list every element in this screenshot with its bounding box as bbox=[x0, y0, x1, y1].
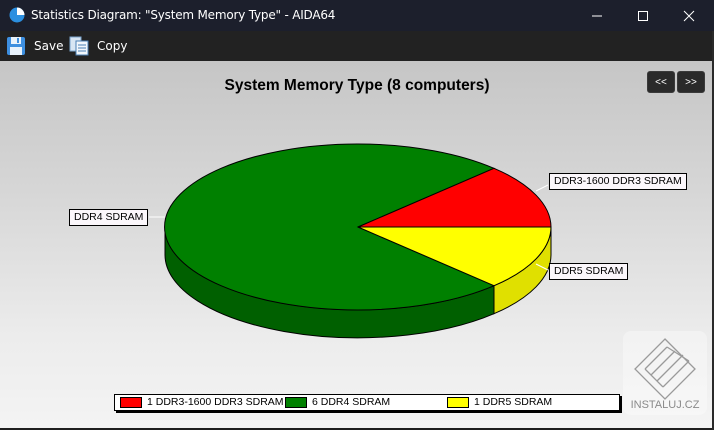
previous-button[interactable]: << bbox=[647, 71, 675, 93]
chart-title: System Memory Type (8 computers) bbox=[224, 77, 490, 94]
legend-item-ddr3: 1 DDR3-1600 DDR3 SDRAM bbox=[120, 396, 284, 408]
legend-label: 6 DDR4 SDRAM bbox=[312, 396, 391, 408]
close-icon bbox=[683, 10, 695, 21]
minimize-icon bbox=[592, 15, 602, 16]
slice-label-ddr5: DDR5 SDRAM bbox=[549, 263, 629, 280]
watermark: INSTALUJ.CZ bbox=[623, 331, 707, 415]
leader-line-ddr3 bbox=[535, 184, 549, 192]
minimize-button[interactable] bbox=[574, 0, 620, 31]
title-bar: Statistics Diagram: "System Memory Type"… bbox=[0, 0, 714, 31]
copy-button[interactable]: Copy bbox=[69, 34, 127, 58]
legend-item-ddr5: 1 DDR5 SDRAM bbox=[447, 396, 552, 408]
pie-slice-ddr5[interactable] bbox=[357, 226, 552, 287]
maximize-icon bbox=[638, 10, 648, 21]
legend-label: 1 DDR5 SDRAM bbox=[474, 396, 553, 408]
pie-slice-ddr4[interactable] bbox=[164, 143, 496, 311]
window-title: Statistics Diagram: "System Memory Type"… bbox=[31, 8, 336, 22]
legend-item-ddr4: 6 DDR4 SDRAM bbox=[285, 396, 390, 408]
legend-swatch-green bbox=[285, 396, 307, 408]
legend-label: 1 DDR3-1600 DDR3 SDRAM bbox=[147, 396, 284, 408]
slice-label-ddr3: DDR3-1600 DDR3 SDRAM bbox=[549, 173, 687, 190]
copy-icon bbox=[69, 36, 89, 56]
chart-area: System Memory Type (8 computers) << >> D… bbox=[0, 61, 712, 428]
slice-label-ddr4: DDR4 SDRAM bbox=[69, 209, 149, 226]
pie-chart bbox=[149, 143, 552, 339]
next-button[interactable]: >> bbox=[677, 71, 705, 93]
copy-label: Copy bbox=[97, 39, 128, 53]
leader-line-ddr5 bbox=[535, 263, 549, 271]
save-icon bbox=[7, 37, 25, 55]
maximize-button[interactable] bbox=[620, 0, 666, 31]
save-label: Save bbox=[34, 39, 64, 53]
chart-legend: 1 DDR3-1600 DDR3 SDRAM 6 DDR4 SDRAM 1 DD… bbox=[114, 394, 620, 411]
legend-swatch-red bbox=[120, 396, 142, 408]
window-border bbox=[712, 31, 714, 430]
aida64-pie-icon bbox=[9, 7, 25, 23]
close-button[interactable] bbox=[666, 0, 712, 31]
instaluj-logo-icon bbox=[634, 338, 696, 400]
legend-swatch-yellow bbox=[447, 396, 469, 408]
pie-slice-ddr3[interactable] bbox=[357, 167, 552, 228]
toolbar: Save Copy bbox=[0, 31, 714, 61]
save-button[interactable]: Save bbox=[6, 34, 63, 58]
watermark-text: INSTALUJ.CZ bbox=[630, 399, 700, 411]
